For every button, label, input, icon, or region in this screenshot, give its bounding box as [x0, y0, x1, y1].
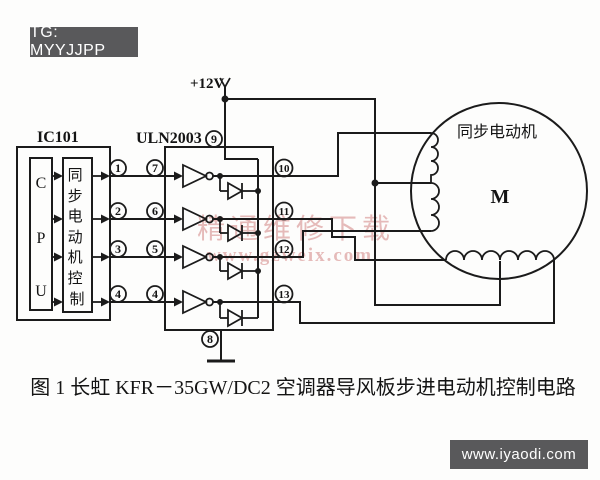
watermark-badge-bottom-right: www.iyaodi.com: [450, 440, 588, 469]
inverter-row-3: [182, 244, 273, 281]
motor: 同步电动机 M: [410, 102, 588, 280]
control-char: 同: [68, 168, 83, 184]
power-label: +12V: [190, 76, 225, 92]
badge-bottom-right-text: www.iyaodi.com: [461, 446, 577, 463]
pin-9-label: 9: [211, 132, 217, 146]
pin-7-label: 7: [152, 161, 158, 175]
pin-8-label: 8: [207, 332, 213, 346]
pin-circle-4b: 4: [146, 285, 164, 303]
control-char: 制: [69, 291, 84, 308]
pin-3-label: 3: [115, 242, 121, 256]
ic101-outer-box: [16, 146, 111, 321]
wire-pin11: [273, 218, 446, 261]
pin-circle-12: 12: [274, 239, 294, 259]
cpu-output-pin-circles: 1 2 3 4: [109, 159, 127, 303]
cpu-box: [29, 157, 53, 311]
pin-circle-1: 1: [109, 159, 127, 177]
pin-circle-7: 7: [146, 159, 164, 177]
pin-11-label: 11: [279, 206, 289, 218]
ic101-label: IC101: [37, 129, 79, 146]
power-supply: +12V: [190, 76, 501, 306]
control-char: 控: [68, 270, 83, 287]
ic101-block: IC101 C P U 同 步 电 动 机 控 制: [16, 129, 111, 321]
pin-4-label: 4: [115, 287, 121, 301]
center-watermark: 精通维修下载 www.gzweix.com: [197, 213, 395, 266]
wire-pin10: [273, 132, 431, 177]
pin-circle-6: 6: [146, 202, 164, 220]
pin-5-label: 5: [152, 242, 158, 256]
pin-6-label: 6: [152, 204, 158, 218]
inverter-row-4: [182, 289, 273, 328]
pin-circle-11: 11: [274, 201, 294, 221]
pin-circle-5: 5: [146, 240, 164, 258]
pin-circle-9: 9: [205, 130, 223, 148]
motor-symbol: M: [491, 186, 510, 208]
pin-12-label: 12: [279, 244, 291, 256]
figure-caption: 图 1 长虹 KFR－35GW/DC2 空调器导风板步进电动机控制电路: [30, 376, 576, 399]
power-rail: [225, 98, 501, 306]
motor-control-box: [62, 157, 93, 313]
pin-circle-2: 2: [109, 202, 127, 220]
wire-pin13: [273, 260, 555, 324]
pin-4b-label: 4: [152, 287, 158, 301]
motor-control-vertical-text: 同 步 电 动 机 控 制: [68, 168, 87, 308]
cpu-letter-c: C: [36, 175, 47, 192]
uln2003-block: ULN2003: [136, 130, 274, 363]
uln2003-box: [164, 146, 274, 331]
winding-upper-left: [430, 132, 439, 183]
control-to-edge-arrows: [92, 171, 110, 307]
cpu-to-control-arrows: [52, 171, 63, 307]
pin-circle-13: 13: [274, 284, 294, 304]
power-terminal-fork: [219, 77, 231, 88]
uln2003-label: ULN2003: [136, 130, 202, 147]
diode-common-line: [224, 147, 261, 318]
inverter-row-1: [182, 163, 273, 201]
pin-10-label: 10: [279, 163, 291, 175]
watermark-badge-top-left: TG: MYYJJPP: [30, 24, 138, 59]
inverter-row-2: [182, 206, 273, 243]
pin-circle-10: 10: [274, 158, 294, 178]
cpu-letter-p: P: [37, 230, 46, 247]
motor-label: 同步电动机: [457, 123, 537, 141]
winding-bottom: [445, 250, 555, 261]
watermark-line1: 精通维修下载: [197, 213, 395, 245]
uln-output-pin-circles: 10 11 12 13: [274, 158, 294, 304]
control-char: 机: [68, 249, 83, 266]
pin-2-label: 2: [115, 204, 121, 218]
pin-13-label: 13: [279, 289, 291, 301]
pin-circle-8: 8: [201, 330, 219, 348]
uln-input-pin-circles: 7 6 5 4: [146, 159, 164, 303]
pin-1-label: 1: [115, 161, 121, 175]
badge-top-left-text: TG: MYYJJPP: [30, 24, 106, 59]
control-char: 电: [68, 208, 83, 225]
control-char: 动: [68, 229, 83, 246]
motor-circle: [410, 102, 588, 280]
control-char: 步: [68, 188, 83, 205]
pin-circle-3: 3: [109, 240, 127, 258]
pin-circle-4: 4: [109, 285, 127, 303]
winding-lower-left: [430, 182, 440, 232]
cpu-letter-u: U: [35, 283, 47, 300]
ground-symbol: [207, 330, 235, 363]
